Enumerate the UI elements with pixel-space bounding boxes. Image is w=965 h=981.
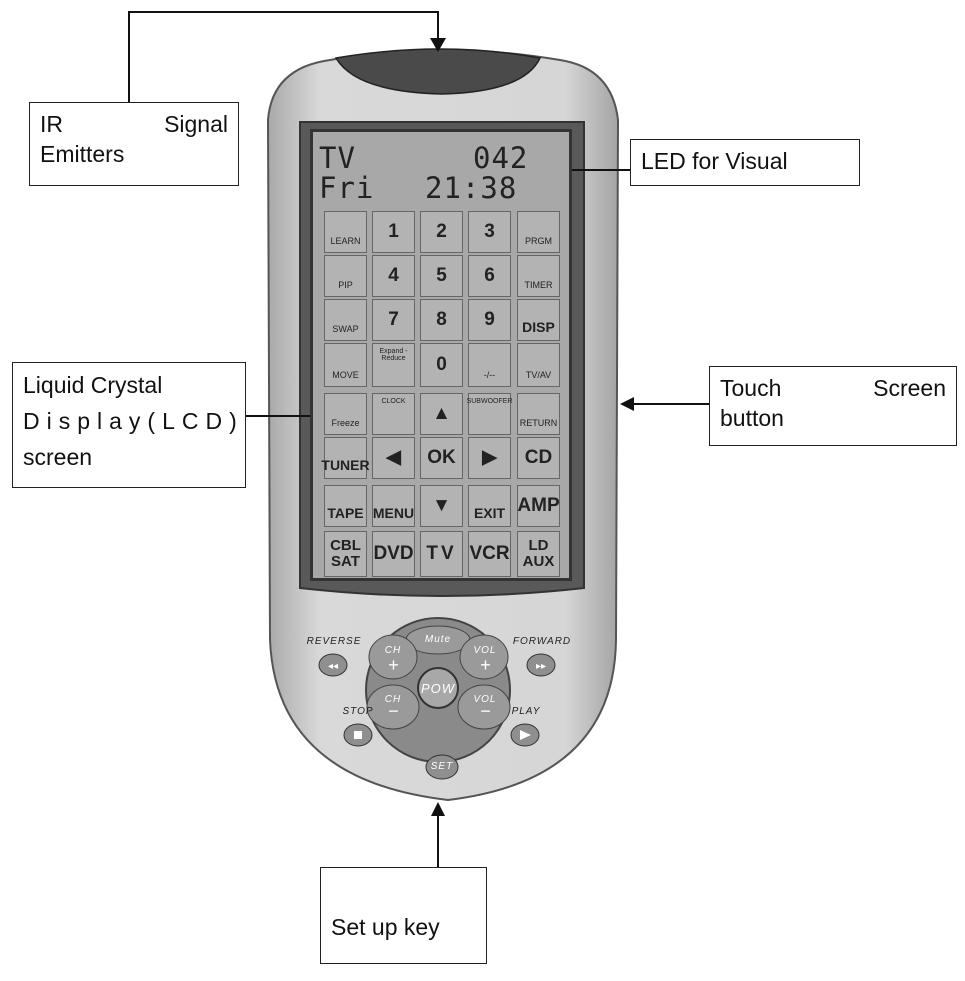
- key-menu[interactable]: MENU: [372, 485, 415, 527]
- callout-emitters-word: Emitters: [40, 141, 125, 167]
- plus-icon: +: [388, 655, 400, 675]
- reverse-button: [318, 653, 348, 677]
- key-6[interactable]: 6: [468, 255, 511, 297]
- ch-down-label[interactable]: CH: [384, 694, 402, 705]
- forward-label: FORWARD: [512, 636, 572, 647]
- callout-lcd-line2: Display(LCD): [23, 408, 244, 434]
- key-cbl-sat[interactable]: CBL SAT: [324, 531, 367, 577]
- key-up-arrow-icon[interactable]: ▲: [420, 393, 463, 435]
- stop-label: STOP: [342, 706, 374, 717]
- plus-icon: +: [480, 655, 492, 675]
- minus-icon: −: [480, 701, 492, 721]
- key-clock[interactable]: CLOCK: [372, 393, 415, 435]
- callout-led-for-visual: LED for Visual: [630, 139, 860, 186]
- screen-day: Fri: [319, 171, 375, 205]
- key-4[interactable]: 4: [372, 255, 415, 297]
- key-return[interactable]: RETURN: [517, 393, 560, 435]
- key-1[interactable]: 1: [372, 211, 415, 253]
- key-subwoofer[interactable]: SUBWOOFER: [467, 393, 512, 435]
- key-vcr[interactable]: VCR: [468, 531, 511, 577]
- setup-arrow-icon: [431, 802, 445, 816]
- callout-led-text: LED for Visual: [641, 148, 788, 174]
- key-exit[interactable]: EXIT: [468, 485, 511, 527]
- key-tv-av[interactable]: TV/AV: [517, 343, 560, 387]
- mute-button[interactable]: Mute: [424, 634, 452, 645]
- callout-set-up-key: Set up key: [320, 867, 487, 964]
- callout-touch-screen-button: Touch Screen button: [709, 366, 957, 446]
- callout-ir-signal-emitters: IR Signal Emitters: [29, 102, 239, 186]
- key-disp[interactable]: DISP: [517, 299, 560, 341]
- key-move[interactable]: MOVE: [324, 343, 367, 387]
- screen-mode: TV: [319, 141, 356, 175]
- play-label: PLAY: [511, 706, 541, 717]
- ch-up-label[interactable]: CH: [384, 645, 402, 656]
- key-tuner[interactable]: TUNER: [321, 437, 370, 479]
- callout-setup-text: Set up key: [331, 914, 440, 940]
- key-right-arrow-icon[interactable]: ▶: [468, 437, 511, 479]
- key-digit-toggle[interactable]: -/--: [468, 343, 511, 387]
- nav-ring: [365, 617, 511, 763]
- callout-ir-word: IR: [40, 111, 63, 137]
- key-expand-reduce[interactable]: Expand -Reduce: [372, 343, 415, 387]
- callout-touch-word: Touch: [720, 375, 782, 401]
- rewind-icon: ◂◂: [328, 661, 338, 672]
- callout-lcd-screen: Liquid Crystal Display(LCD) screen: [12, 362, 246, 488]
- key-timer[interactable]: TIMER: [517, 255, 560, 297]
- reverse-label: REVERSE: [306, 636, 362, 647]
- key-dvd[interactable]: DVD: [372, 531, 415, 577]
- vol-down-label[interactable]: VOL: [473, 694, 497, 705]
- fast-forward-icon: ▸▸: [536, 661, 546, 672]
- minus-icon: −: [388, 701, 400, 721]
- callout-lcd-line3: screen: [23, 444, 93, 470]
- forward-button: [526, 653, 556, 677]
- callout-button-word: button: [720, 405, 784, 431]
- key-tv[interactable]: TV: [420, 531, 463, 577]
- key-swap[interactable]: SWAP: [324, 299, 367, 341]
- stop-icon: [354, 731, 362, 739]
- key-cd[interactable]: CD: [517, 437, 560, 479]
- key-7[interactable]: 7: [372, 299, 415, 341]
- key-amp[interactable]: AMP: [517, 485, 560, 527]
- key-tape[interactable]: TAPE: [324, 485, 367, 527]
- key-8[interactable]: 8: [420, 299, 463, 341]
- key-9[interactable]: 9: [468, 299, 511, 341]
- callout-screen-word: Screen: [873, 375, 946, 401]
- key-left-arrow-icon[interactable]: ◀: [372, 437, 415, 479]
- key-pip[interactable]: PIP: [324, 255, 367, 297]
- key-ld-aux[interactable]: LD AUX: [517, 531, 560, 577]
- key-ok[interactable]: OK: [420, 437, 463, 479]
- ir-connector: [128, 11, 439, 102]
- callout-signal-word: Signal: [164, 111, 228, 137]
- key-5[interactable]: 5: [420, 255, 463, 297]
- callout-lcd-line1: Liquid Crystal: [23, 372, 163, 398]
- key-2[interactable]: 2: [420, 211, 463, 253]
- key-learn[interactable]: LEARN: [324, 211, 367, 253]
- key-prgm[interactable]: PRGM: [517, 211, 560, 253]
- set-up-key[interactable]: SET: [430, 761, 454, 772]
- ir-emitter: [334, 48, 542, 95]
- touch-arrow-icon: [620, 397, 634, 411]
- screen-time: 21:38: [425, 171, 518, 205]
- key-3[interactable]: 3: [468, 211, 511, 253]
- play-icon: [520, 730, 531, 740]
- ir-arrow-icon: [430, 38, 446, 52]
- screen-channel: 042: [473, 141, 529, 175]
- vol-up-label[interactable]: VOL: [473, 645, 497, 656]
- set-button: [425, 754, 459, 780]
- key-down-arrow-icon[interactable]: ▼: [420, 485, 463, 527]
- key-0[interactable]: 0: [420, 343, 463, 387]
- key-freeze[interactable]: Freeze: [324, 393, 367, 435]
- power-button[interactable]: POW: [420, 681, 456, 696]
